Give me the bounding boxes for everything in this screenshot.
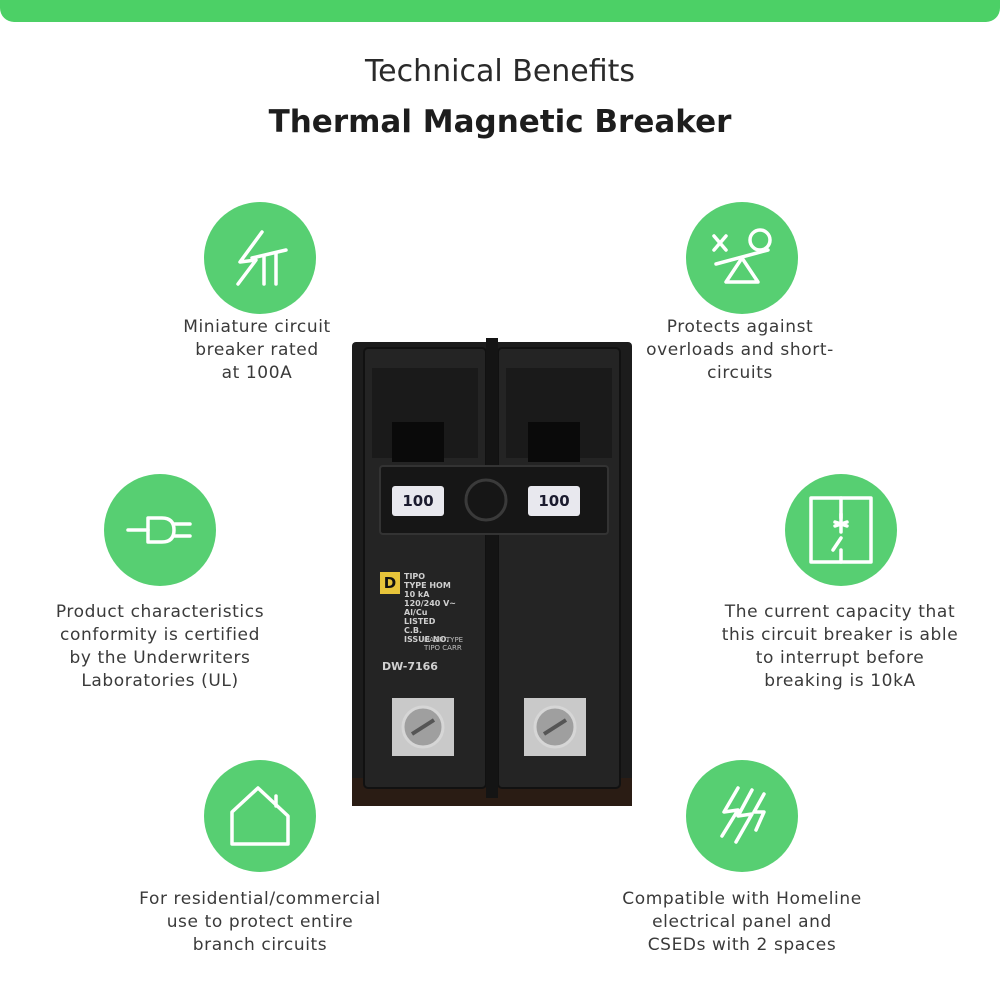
right-rating-label: 100 [538, 492, 570, 510]
feature-caption-rating: Miniature circuit breaker rated at 100A [183, 317, 331, 383]
breaker-hacr-label: HACR TYPE TIPO CARR [424, 636, 464, 652]
feature-caption-compatibility: Compatible with Homeline electrical pane… [622, 889, 862, 955]
breaker-printed-label: TIPO TYPE HOM 10 kA 120/240 V~ Al/Cu LIS… [404, 572, 456, 644]
house-icon [204, 760, 316, 872]
circuit-switch-icon [785, 474, 897, 586]
plug-icon [104, 474, 216, 586]
lightning-power-icon [204, 202, 316, 314]
page-subtitle: Technical Benefits [364, 54, 636, 89]
feature-caption-usage: For residential/commercial use to protec… [139, 889, 381, 955]
double-lightning-icon [686, 760, 798, 872]
brand-logo: D [383, 574, 397, 592]
breaker-model-number: DW-7166 [382, 660, 438, 673]
seesaw-balance-icon [686, 202, 798, 314]
feature-caption-protection: Protects against overloads and short- ci… [646, 317, 834, 383]
feature-caption-ul-certified: Product characteristics conformity is ce… [55, 602, 265, 691]
left-rating-label: 100 [402, 492, 434, 510]
feature-caption-interrupt-capacity: The current capacity that this circuit b… [721, 602, 959, 691]
page-title: Thermal Magnetic Breaker [268, 104, 732, 140]
circuit-breaker-image: 100 100 D TIPO TYPE HOM 10 kA 120/240 V~… [352, 338, 632, 810]
top-accent-bar [0, 0, 1000, 22]
